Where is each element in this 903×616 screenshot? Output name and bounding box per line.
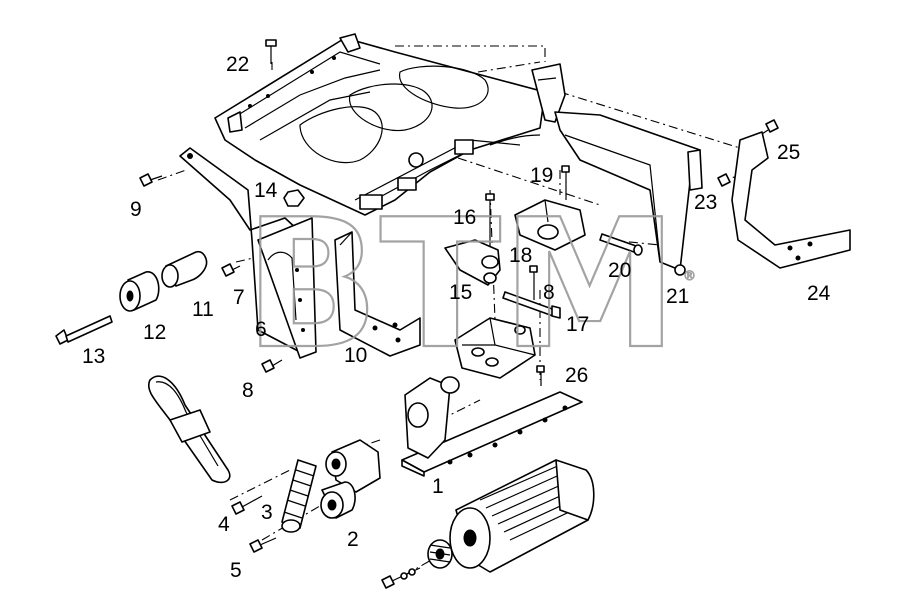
callout-10: 10 <box>344 344 367 367</box>
callout-20: 20 <box>608 259 631 282</box>
callout-13: 13 <box>82 345 105 368</box>
screw-23 <box>717 173 731 187</box>
bolt-17 <box>502 291 561 319</box>
watermark: BTM ® <box>243 180 697 389</box>
screw-5 <box>249 537 277 553</box>
callout-8-lower: 8 <box>242 379 254 402</box>
l-bracket-10 <box>334 231 421 357</box>
callout-14: 14 <box>254 179 278 202</box>
callout-18: 18 <box>509 244 532 267</box>
bolt-13 <box>55 315 113 345</box>
callout-21: 21 <box>666 285 689 308</box>
screw-26 <box>536 365 545 386</box>
side-bracket-21 <box>531 63 701 276</box>
bolt-16 <box>485 193 495 250</box>
callout-17: 17 <box>566 313 589 336</box>
screw-4 <box>231 495 263 515</box>
callout-12: 12 <box>143 321 166 344</box>
callout-5: 5 <box>230 559 242 582</box>
tensioner-2 <box>320 439 381 519</box>
nut-14 <box>283 189 305 207</box>
callout-23: 23 <box>694 191 717 214</box>
mount-block-26 <box>454 317 536 379</box>
callout-6: 6 <box>255 318 267 341</box>
chassis-frame <box>214 33 546 216</box>
callout-25: 25 <box>777 141 800 164</box>
screw-22 <box>265 39 277 64</box>
watermark-text: BTM <box>244 181 678 388</box>
callout-9: 9 <box>130 198 142 221</box>
hinge-bracket-15 <box>444 239 501 286</box>
callout-4: 4 <box>218 513 230 536</box>
l-bracket-24 <box>731 131 851 269</box>
callout-16: 16 <box>453 206 476 229</box>
callout-11: 11 <box>192 298 214 321</box>
callout-2: 2 <box>347 528 359 551</box>
bolt-19 <box>561 165 570 200</box>
clamp-block <box>514 199 586 251</box>
callout-7: 7 <box>233 286 245 309</box>
screw-8-lower <box>261 359 283 373</box>
screw-motor <box>381 567 421 589</box>
callout-22: 22 <box>226 53 249 76</box>
drive-belt <box>148 375 231 484</box>
callout-1: 1 <box>432 475 444 498</box>
spacer-11 <box>161 250 208 288</box>
callout-19: 19 <box>530 164 553 187</box>
motor-plate-1 <box>401 376 583 477</box>
watermark-registered-mark: ® <box>683 269 696 284</box>
screw-25 <box>761 119 779 135</box>
callout-26: 26 <box>565 364 588 387</box>
callout-8-upper: 8 <box>543 281 555 304</box>
pulley <box>427 539 453 569</box>
motor <box>449 459 595 573</box>
clip-23 <box>687 149 703 191</box>
callout-3: 3 <box>261 501 273 524</box>
spring-3 <box>281 459 317 533</box>
bolt-18 <box>529 265 538 300</box>
callout-labels: 22 9 14 16 19 23 25 18 20 7 11 15 8 21 2… <box>82 53 831 582</box>
side-bracket-6 <box>179 147 317 359</box>
callout-24: 24 <box>807 282 831 305</box>
roller-12 <box>119 271 160 312</box>
screw-9 <box>139 173 163 187</box>
bolt-20 <box>599 233 643 256</box>
screw-7 <box>221 263 241 277</box>
callout-15: 15 <box>449 281 472 304</box>
